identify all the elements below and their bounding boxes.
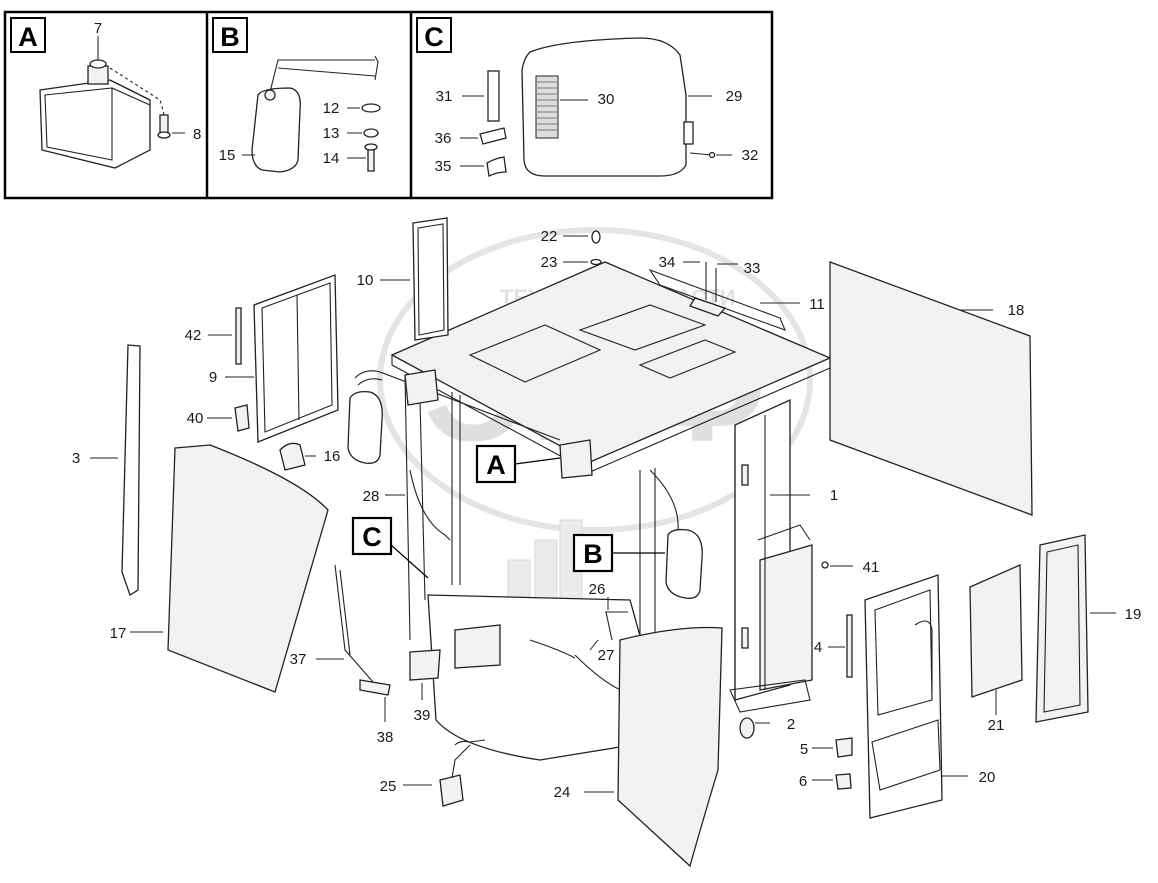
callout-17: 17: [110, 625, 127, 642]
left-mirror: [347, 390, 383, 464]
detail-c-box: [416, 17, 452, 53]
callout-2: 2: [787, 716, 795, 733]
callout-1: 1: [830, 487, 838, 504]
view-ref-c: C: [351, 516, 429, 579]
part-38-wiper-arm: [359, 679, 391, 696]
callout-7: 7: [94, 20, 102, 37]
part-4: [846, 614, 853, 678]
part-16: [279, 442, 306, 471]
callout-32: 32: [742, 147, 759, 164]
callout-30: 30: [598, 91, 615, 108]
view-ref-a-letter: A: [486, 450, 506, 480]
callout-15: 15: [219, 147, 236, 164]
cab-assembly: [347, 230, 832, 761]
callout-5: 5: [800, 741, 808, 758]
detail-a-box: [10, 17, 46, 53]
part-9: [253, 274, 339, 443]
view-ref-c-letter: C: [362, 522, 382, 552]
view-ref-b-letter: B: [583, 539, 603, 569]
right-mirror: [665, 528, 703, 599]
callout-26: 26: [589, 581, 606, 598]
part-18: [829, 261, 1033, 516]
callout-19: 19: [1125, 606, 1142, 623]
callout-21: 21: [988, 717, 1005, 734]
detail-panel: [3, 10, 774, 200]
callout-31: 31: [436, 88, 453, 105]
part-2: [739, 717, 755, 739]
work-lamp-left: [404, 369, 439, 406]
part-6: [835, 773, 852, 790]
cover-panel-drawing: [479, 37, 716, 177]
callout-37: 37: [290, 651, 307, 668]
callout-18: 18: [1008, 302, 1025, 319]
view-ref-a: A: [475, 444, 561, 484]
callout-34: 34: [659, 254, 676, 271]
part-19: [1035, 534, 1089, 723]
detail-a-letter: A: [18, 22, 38, 52]
callout-33: 33: [744, 260, 761, 277]
callout-35: 35: [435, 158, 452, 175]
callout-39: 39: [414, 707, 431, 724]
view-ref-b: B: [572, 533, 665, 573]
part-21: [969, 564, 1023, 698]
part-5: [835, 737, 853, 758]
main-callouts: 1 2 3 4 5 6 9 10 11 16 17 18 19 20 21 22…: [72, 228, 1142, 801]
part-42: [235, 307, 242, 365]
callout-20: 20: [979, 769, 996, 786]
callout-41: 41: [863, 559, 880, 576]
part-39: [409, 649, 441, 681]
work-lamp-drawing: [39, 42, 171, 169]
callout-13: 13: [323, 125, 340, 142]
detail-view-a: A 7 8: [10, 17, 201, 169]
part-3: [121, 344, 141, 596]
callout-3: 3: [72, 450, 80, 467]
callout-40: 40: [187, 410, 204, 427]
callout-9: 9: [209, 369, 217, 386]
door-part-20: [864, 574, 943, 819]
callout-6: 6: [799, 773, 807, 790]
callout-22: 22: [541, 228, 558, 245]
part-40: [234, 404, 250, 432]
callout-42: 42: [185, 327, 202, 344]
detail-b-box: [212, 17, 248, 53]
detail-b-letter: B: [220, 22, 240, 52]
callout-29: 29: [726, 88, 743, 105]
callout-4: 4: [814, 639, 822, 656]
detail-view-b: B 12 13 14 15: [212, 17, 381, 173]
detail-c-letter: C: [424, 22, 444, 52]
mirror-drawing: [251, 55, 381, 173]
detail-view-c: C 31 30 29 36 35 32: [416, 17, 759, 177]
callout-14: 14: [323, 150, 340, 167]
callout-12: 12: [323, 100, 340, 117]
callout-23: 23: [541, 254, 558, 271]
part-10: [412, 217, 449, 341]
callout-11: 11: [809, 296, 825, 313]
callout-8: 8: [193, 126, 201, 143]
part-25: [439, 774, 464, 807]
part-17: [167, 444, 329, 693]
callout-27: 27: [598, 647, 615, 664]
callout-16: 16: [324, 448, 341, 465]
callout-36: 36: [435, 130, 452, 147]
callout-25: 25: [380, 778, 397, 795]
work-lamp-front: [559, 439, 593, 479]
part-24: [617, 626, 723, 868]
callout-10: 10: [357, 272, 374, 289]
callout-38: 38: [377, 729, 394, 746]
callout-28: 28: [363, 488, 380, 505]
callout-24: 24: [554, 784, 571, 801]
part-41: [821, 561, 829, 569]
loose-parts: [121, 217, 1089, 868]
